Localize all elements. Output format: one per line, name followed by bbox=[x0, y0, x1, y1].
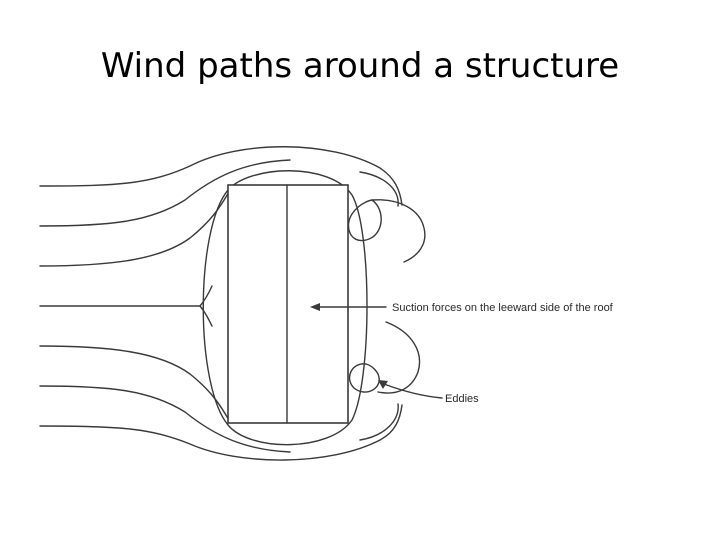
flow-envelope-inner bbox=[202, 170, 368, 446]
structure-outline bbox=[227, 184, 349, 424]
eddies-leader-line bbox=[383, 383, 443, 399]
slide-title: Wind paths around a structure bbox=[100, 46, 620, 86]
streamline-outer-bottom bbox=[39, 404, 403, 461]
streamline-lower-2 bbox=[39, 385, 291, 453]
streamline-split-bottom bbox=[199, 305, 213, 327]
eddies-label: Eddies bbox=[445, 393, 479, 405]
eddy-upper bbox=[347, 199, 382, 242]
eddy-lower bbox=[348, 363, 380, 393]
eddies-arrowhead bbox=[378, 380, 388, 389]
streamline-lower-1 bbox=[39, 345, 231, 423]
streamline-upper-2 bbox=[39, 189, 231, 267]
streamline-upper-trail-1 bbox=[371, 199, 426, 263]
streamline-lower-trail-2 bbox=[359, 403, 399, 441]
streamline-lower-trail-1 bbox=[377, 321, 421, 394]
streamline-outer-top bbox=[39, 146, 403, 206]
streamline-upper-1 bbox=[39, 159, 291, 227]
suction-label: Suction forces on the leeward side of th… bbox=[392, 302, 614, 314]
suction-arrowhead bbox=[310, 303, 320, 311]
streamline-split-top bbox=[199, 285, 213, 307]
streamline-upper-trail-2 bbox=[359, 171, 399, 207]
